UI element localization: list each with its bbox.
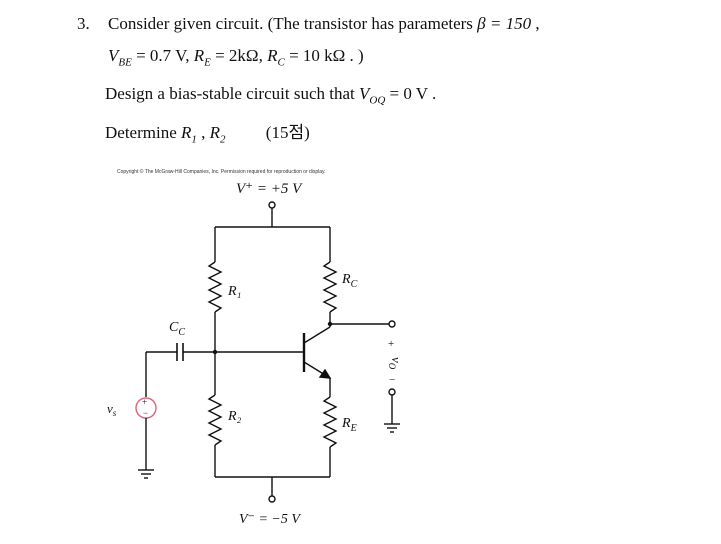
r1-resistor — [207, 261, 223, 313]
vbe-value: = 0.7 V — [136, 46, 186, 65]
close-paren: . ) — [349, 46, 364, 65]
determine-text: Determine — [105, 123, 177, 142]
svg-text:−: − — [143, 408, 148, 418]
svg-text:vs: vs — [107, 401, 117, 418]
statement-intro: Consider given circuit. (The transistor … — [108, 14, 473, 33]
rc-value: = 10 kΩ — [289, 46, 346, 65]
problem-line-1: Consider given circuit. (The transistor … — [108, 14, 540, 33]
vplus-terminal — [268, 201, 276, 209]
rc-resistor — [322, 261, 338, 313]
svg-text:RE: RE — [341, 416, 357, 434]
svg-text:RC: RC — [341, 272, 358, 290]
svg-text:vO: vO — [387, 357, 404, 370]
vs-label: v — [107, 401, 113, 416]
vo-terminal — [388, 320, 396, 328]
vminus-label: V⁻ = −5 V — [239, 512, 301, 527]
bjt-collector — [303, 326, 331, 344]
svg-text:+: + — [142, 397, 147, 407]
problem-line-2: VBE = 0.7 V, RE = 2kΩ, RC = 10 kΩ . ) — [108, 46, 364, 69]
vminus-terminal — [268, 495, 276, 503]
emitter-arrow — [318, 368, 332, 379]
problem-number: 3. — [77, 14, 90, 33]
copyright-notice: Copyright © The McGraw-Hill Companies, I… — [117, 169, 326, 175]
re-label: R — [341, 416, 351, 431]
r1-label: R₁ — [227, 284, 241, 299]
r2-label: R₂ — [227, 409, 242, 424]
svg-text:+: + — [388, 338, 394, 350]
re-value: = 2kΩ — [215, 46, 259, 65]
rc-label: R — [341, 272, 351, 287]
vo-label: v — [389, 357, 404, 363]
problem-line-4: Determine R1 , R2 (15점) — [105, 123, 310, 146]
re-resistor — [322, 396, 338, 448]
voq-value: = 0 V — [389, 84, 428, 103]
design-text: Design a bias-stable circuit such that — [105, 84, 355, 103]
svg-text:CC: CC — [169, 320, 185, 338]
svg-text:−: − — [389, 374, 395, 386]
r2-resistor — [207, 394, 223, 446]
vo-ground-terminal — [388, 388, 396, 396]
beta-param: β = 150 — [477, 14, 532, 33]
cc-label: C — [169, 320, 179, 335]
points: (15점) — [265, 123, 310, 142]
problem-line-3: Design a bias-stable circuit such that V… — [105, 84, 437, 107]
vplus-label: V⁺ = +5 V — [236, 181, 303, 197]
base-node — [212, 349, 218, 355]
